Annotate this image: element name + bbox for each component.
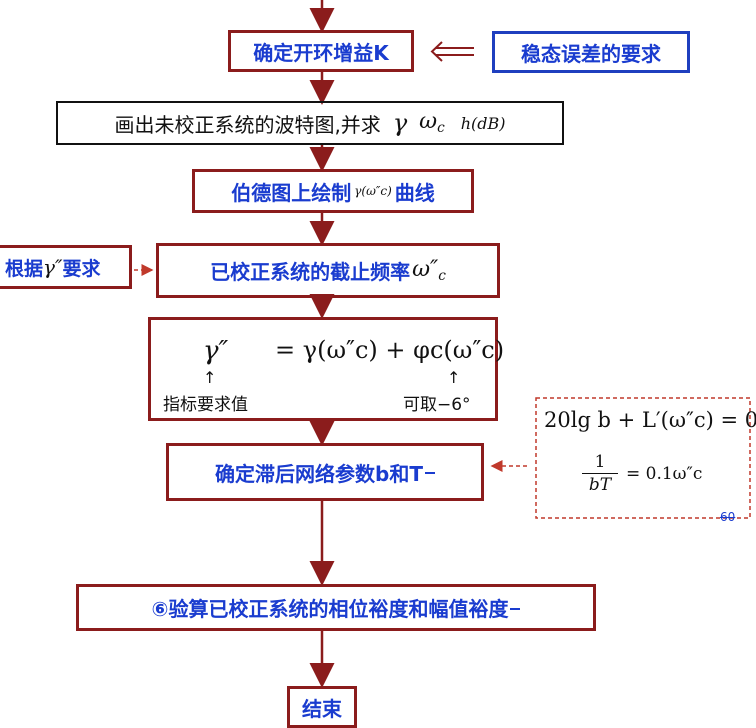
side-prefix: 根据 [5,257,44,280]
crossover-label: 已校正系统的截止频率 [210,260,411,284]
side-suffix: 要求 [62,257,101,280]
page-number: 60 [720,510,736,524]
equation-dashed-box [535,397,751,519]
draw-prefix: 伯德图上绘制 [231,180,352,205]
side-requirement-box: 根据 γ″ 要求 [0,245,132,289]
draw-sup: γ(ω″c) [354,184,392,198]
lag-params-label: 确定滞后网络参数b和T [215,461,423,486]
steady-error-box: 稳态误差的要求 [492,31,690,73]
crossover-omega: ω″c [412,256,446,285]
equation-1: 20lg b + L′(ω″c) = 0 [544,408,756,432]
draw-suffix: 曲线 [394,180,435,205]
formula-lhs: γ″ [203,336,229,366]
formula-rhs: = γ(ω″c) + φc(ω″c) [275,336,505,364]
double-arrow-icon [430,41,474,62]
bode-box: 画出未校正系统的波特图,并求 γ ωc h(dB) [56,101,564,145]
formula-arrow-left: ↑ [203,368,217,387]
equation-2-num: 1 [594,452,606,472]
formula-box: γ″ = γ(ω″c) + φc(ω″c) ↑ ↑ 指标要求值 可取−6° [148,317,504,421]
end-box: 结束 [287,686,357,728]
side-gamma: γ″ [43,255,63,279]
equation-2-rhs: = 0.1ω″c [626,464,703,484]
bode-omega: ωc [419,109,445,137]
verify-box: ⑥验算已校正系统的相位裕度和幅值裕度 [76,584,596,631]
flow-connectors [134,0,751,688]
bode-label: 画出未校正系统的波特图,并求 [114,112,381,137]
gain-label: 确定开环增益K [253,40,389,65]
end-label: 结束 [302,696,342,721]
equation-2-fraction: 1 bT [582,452,618,495]
formula-label-left: 指标要求值 [163,395,248,415]
bode-gamma: γ [392,109,408,137]
lag-params-box: 确定滞后网络参数b和T [166,443,484,501]
bode-h: h(dB) [460,113,506,133]
formula-label-right: 可取−6° [403,395,471,415]
equation-2-den: bT [588,475,612,495]
crossover-box: 已校正系统的截止频率 ω″c [156,243,500,298]
steady-error-label: 稳态误差的要求 [521,41,661,66]
verify-label: ⑥验算已校正系统的相位裕度和幅值裕度 [151,597,509,621]
formula-arrow-right: ↑ [447,368,461,387]
gain-box: 确定开环增益K [228,30,414,72]
draw-curve-box: 伯德图上绘制 γ(ω″c) 曲线 [192,169,474,213]
